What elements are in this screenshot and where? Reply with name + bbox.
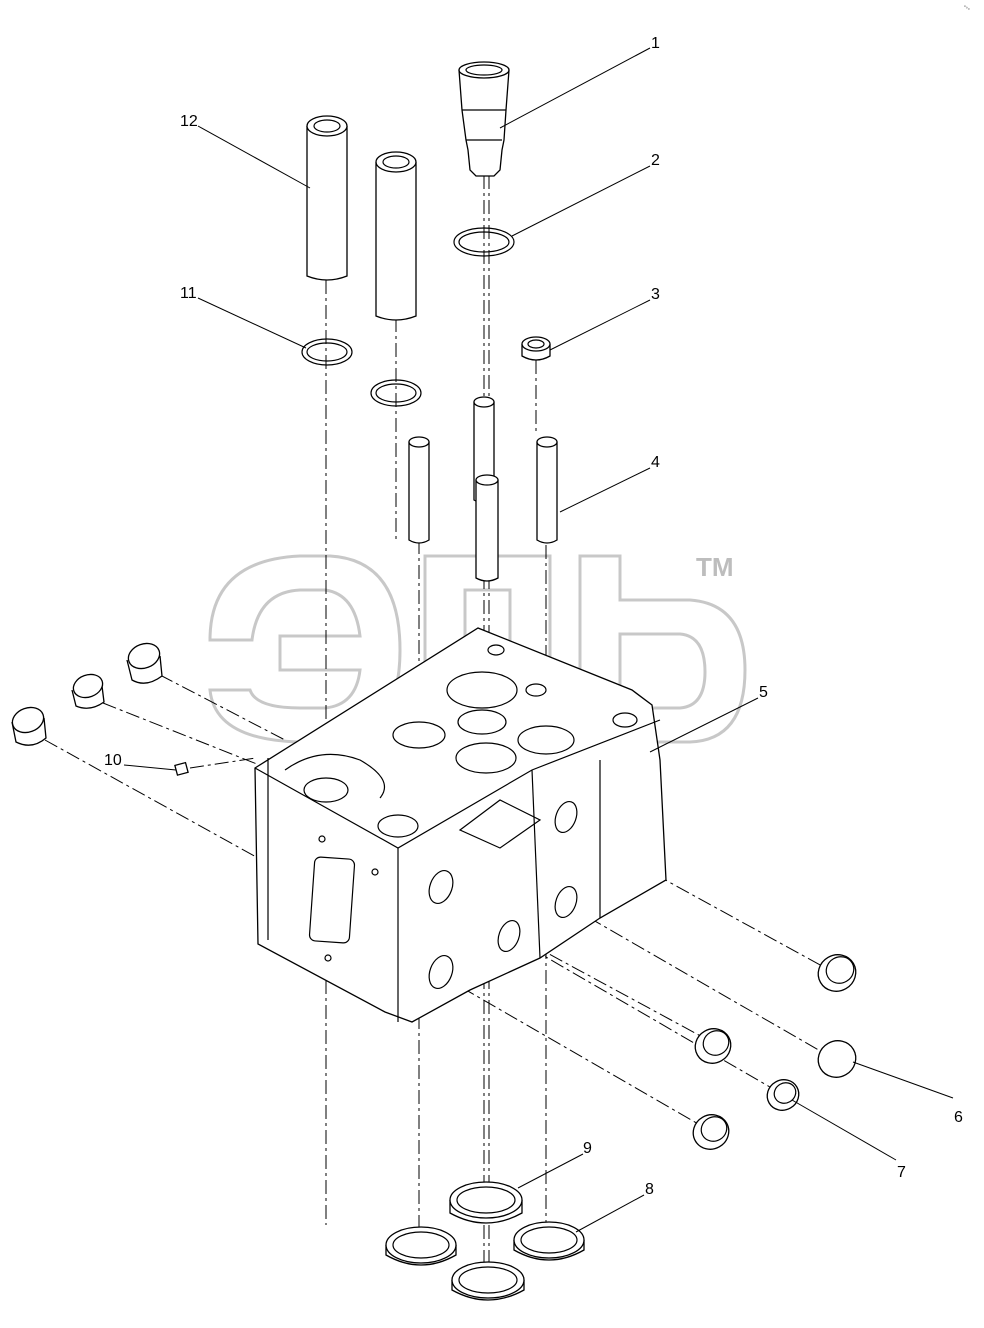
corner-mark: °°° (961, 5, 971, 14)
leader-lines (123, 47, 954, 1233)
trademark-mark: TM (696, 552, 734, 582)
valve-guides (408, 396, 558, 582)
side-plugs-left (11, 642, 163, 746)
callout-4: 4 (651, 454, 660, 471)
valve-seat-rings (385, 1181, 585, 1301)
o-rings-large (301, 338, 422, 407)
callout-labels: 1 2 3 4 5 6 7 8 9 10 11 12 (104, 35, 963, 1198)
injector-sleeve (458, 61, 510, 177)
small-cap (521, 336, 551, 361)
side-plugs-right (692, 954, 857, 1150)
callout-6: 6 (954, 1109, 963, 1126)
callout-8: 8 (645, 1181, 654, 1198)
callout-7: 7 (897, 1164, 906, 1181)
callout-5: 5 (759, 684, 768, 701)
callout-9: 9 (583, 1140, 592, 1157)
callout-12: 12 (180, 113, 198, 130)
callout-10: 10 (104, 752, 122, 769)
seal-ring-injector (453, 227, 515, 257)
callout-2: 2 (651, 152, 660, 169)
sleeve-tubes (306, 115, 417, 321)
callout-1: 1 (651, 35, 660, 52)
watermark-logo: TM (208, 552, 747, 744)
callout-3: 3 (651, 286, 660, 303)
cylinder-head-body (254, 627, 667, 1023)
small-pin (174, 761, 189, 776)
callout-11: 11 (180, 285, 197, 302)
